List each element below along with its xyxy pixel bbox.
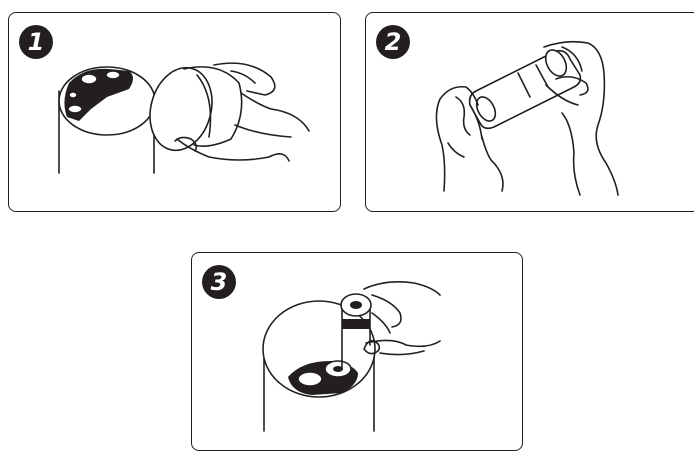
step-2-panel: 2 xyxy=(365,12,694,212)
step-1-panel: 1 xyxy=(8,12,341,212)
step-1-illustration xyxy=(9,13,341,212)
battery-cap xyxy=(141,61,242,158)
step-3-panel: 3 xyxy=(191,252,523,451)
step-3-illustration xyxy=(192,253,523,451)
step-2-illustration xyxy=(366,13,694,212)
